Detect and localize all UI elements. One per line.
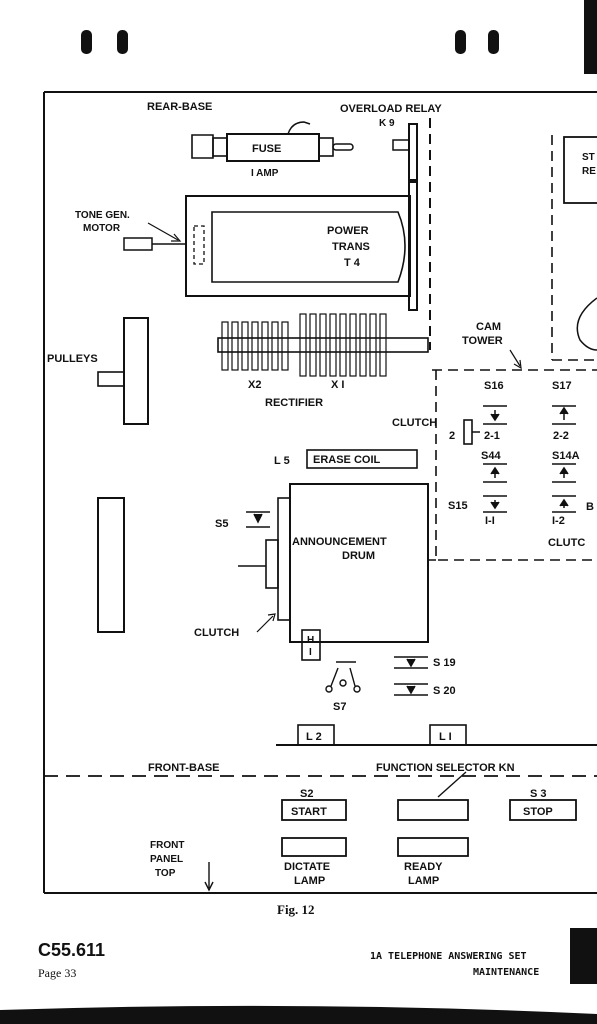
document-number: C55.611 bbox=[38, 940, 106, 960]
front-panel-label-3: TOP bbox=[155, 868, 176, 879]
clutch-2-label: CLUTCH bbox=[392, 417, 437, 429]
ready-lamp-label-2: LAMP bbox=[408, 875, 439, 887]
power-trans-label-3: T 4 bbox=[344, 257, 361, 269]
page-number: Page 33 bbox=[38, 966, 77, 980]
tone-gen-label-2: MOTOR bbox=[83, 223, 121, 234]
b-label: B bbox=[586, 501, 594, 513]
cam-tower-label: CAM bbox=[476, 321, 501, 333]
s17-label: S17 bbox=[552, 380, 572, 392]
binder-hole bbox=[117, 30, 128, 54]
clutch-label: CLUTCH bbox=[194, 627, 239, 639]
s16-label: S16 bbox=[484, 380, 504, 392]
document-subtitle: MAINTENANCE bbox=[473, 967, 540, 978]
page-edge-shadow bbox=[584, 0, 597, 74]
x1-label: X I bbox=[331, 379, 344, 391]
switch-1-2-label: I-2 bbox=[552, 515, 565, 527]
announcement-drum-label-2: DRUM bbox=[342, 550, 375, 562]
re-label: RE bbox=[582, 166, 596, 177]
cam-tower-label-2: TOWER bbox=[462, 335, 503, 347]
figure-caption: Fig. 12 bbox=[277, 902, 315, 917]
front-panel-label-2: PANEL bbox=[150, 854, 183, 865]
overload-relay-label: OVERLOAD RELAY bbox=[340, 103, 442, 115]
dictate-lamp-label: DICTATE bbox=[284, 861, 330, 873]
page-bottom-shadow bbox=[0, 1005, 597, 1024]
front-panel-label: FRONT bbox=[150, 840, 184, 851]
s14a-label: S14A bbox=[552, 450, 580, 462]
power-trans-label-2: TRANS bbox=[332, 241, 370, 253]
s44-label: S44 bbox=[481, 450, 501, 462]
s19-label: S 19 bbox=[433, 657, 456, 669]
clutch-2-number: 2 bbox=[449, 430, 455, 442]
power-trans-label: POWER bbox=[327, 225, 369, 237]
rear-base-label: REAR-BASE bbox=[147, 101, 212, 113]
s2-label: S2 bbox=[300, 788, 313, 800]
fuse-label: FUSE bbox=[252, 143, 281, 155]
front-base-label: FRONT-BASE bbox=[148, 762, 220, 774]
function-selector-label: FUNCTION SELECTOR KN bbox=[376, 762, 515, 774]
switch-2-2-label: 2-2 bbox=[553, 430, 569, 442]
s20-label: S 20 bbox=[433, 685, 456, 697]
clutch-cam-label: CLUTC bbox=[548, 537, 585, 549]
tone-gen-label: TONE GEN. bbox=[75, 210, 130, 221]
page-edge-shadow bbox=[570, 928, 597, 984]
binder-hole bbox=[455, 30, 466, 54]
switch-2-1-label: 2-1 bbox=[484, 430, 500, 442]
l1-label: L I bbox=[439, 731, 452, 743]
s5-label: S5 bbox=[215, 518, 228, 530]
ready-lamp-label: READY bbox=[404, 861, 443, 873]
switch-1-1-label: I-I bbox=[485, 515, 495, 527]
fuse-rating-label: I AMP bbox=[251, 168, 279, 179]
rectifier bbox=[217, 313, 429, 377]
s15-label: S15 bbox=[448, 500, 468, 512]
s7-switch bbox=[325, 661, 361, 693]
s7-label: S7 bbox=[333, 701, 346, 713]
h1-label-2: I bbox=[309, 647, 312, 658]
pulleys-label: PULLEYS bbox=[47, 353, 98, 365]
erase-coil-label: ERASE COIL bbox=[313, 454, 381, 466]
x2-label: X2 bbox=[248, 379, 261, 391]
st-label: ST bbox=[582, 152, 595, 163]
l2-label: L 2 bbox=[306, 731, 322, 743]
start-button-label: START bbox=[291, 806, 327, 818]
dictate-lamp-label-2: LAMP bbox=[294, 875, 325, 887]
document-title: 1A TELEPHONE ANSWERING SET bbox=[370, 951, 527, 962]
stop-button-label: STOP bbox=[523, 806, 553, 818]
binder-hole bbox=[488, 30, 499, 54]
k9-label: K 9 bbox=[379, 118, 395, 129]
s3-label: S 3 bbox=[530, 788, 547, 800]
l5-label: L 5 bbox=[274, 455, 290, 467]
announcement-drum-label: ANNOUNCEMENT bbox=[292, 536, 387, 548]
binder-hole bbox=[81, 30, 92, 54]
h1-label: H bbox=[307, 635, 314, 646]
rectifier-label: RECTIFIER bbox=[265, 397, 323, 409]
